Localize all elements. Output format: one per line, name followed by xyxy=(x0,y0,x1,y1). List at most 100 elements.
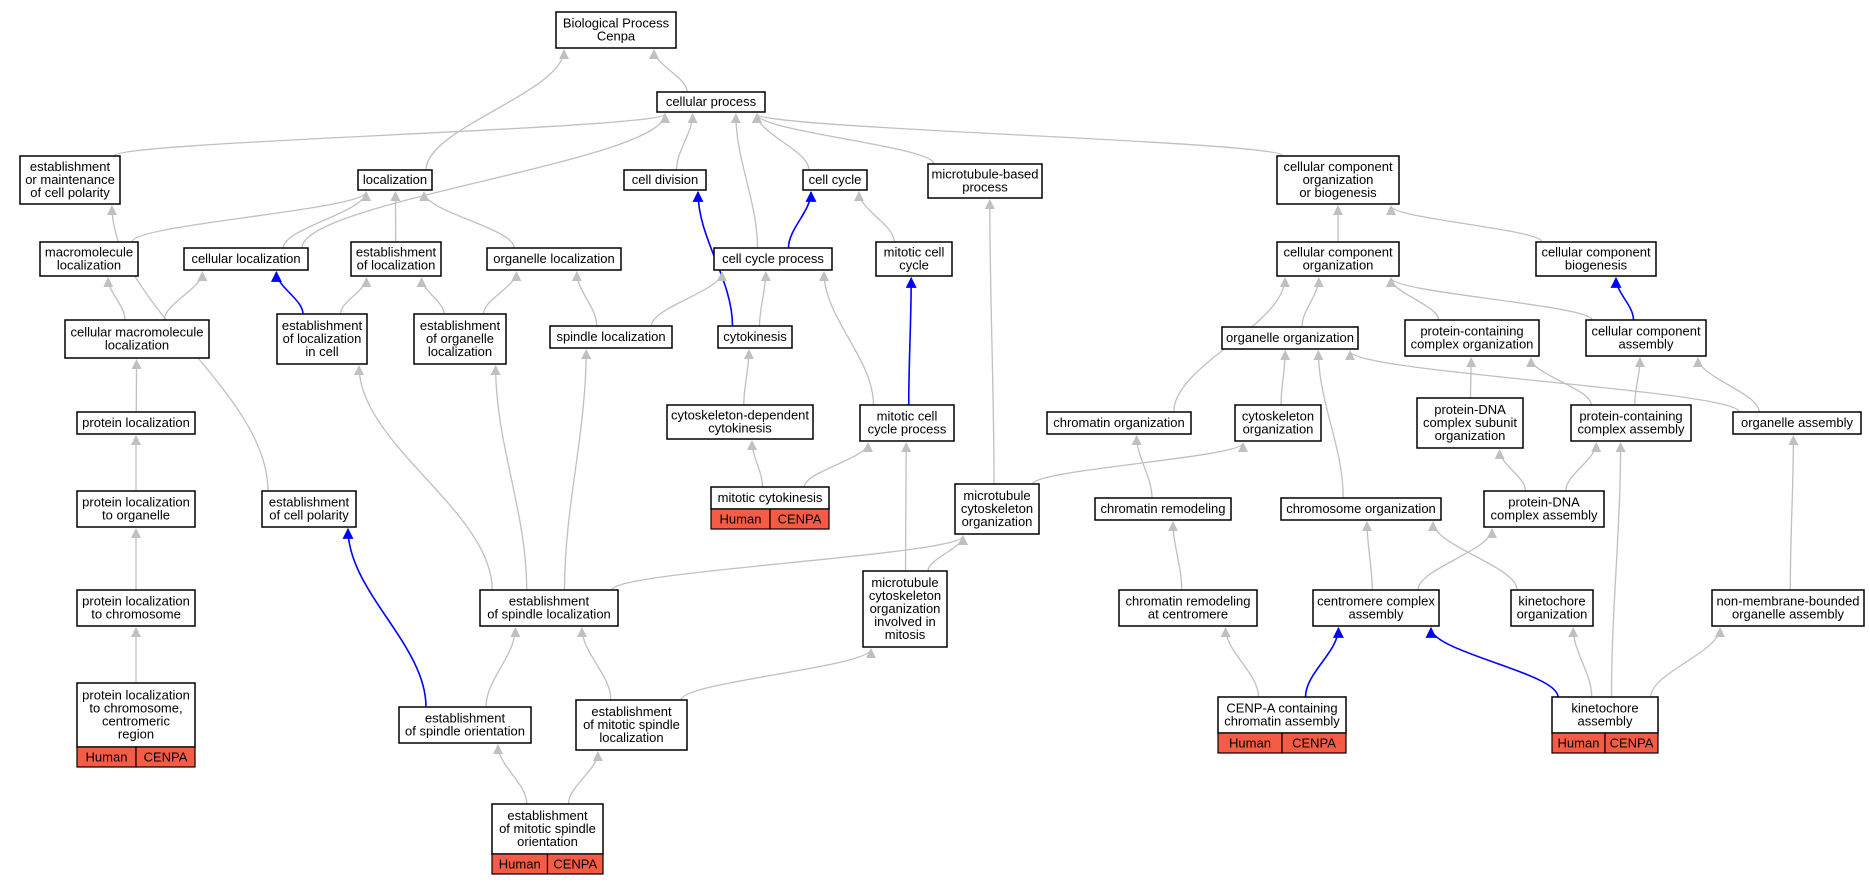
node-label-line: localization xyxy=(599,730,663,745)
node-label-line: cell cycle process xyxy=(722,251,824,266)
species-tag: Human xyxy=(720,512,762,527)
node-label-line: or biogenesis xyxy=(1299,185,1377,200)
node-label-line: spindle localization xyxy=(556,329,665,344)
node-cell-cycle[interactable]: cell cycle xyxy=(803,170,867,190)
node-label-line: cellular process xyxy=(666,94,757,109)
node-mt-cytoskeleton-mitosis[interactable]: microtubulecytoskeletonorganizationinvol… xyxy=(863,571,947,647)
edge-cell-cycle-to-cellular-process xyxy=(757,114,809,170)
node-organelle-organization[interactable]: organelle organization xyxy=(1222,327,1358,349)
edge-est-organelle-localization-to-organelle-localization xyxy=(484,272,517,314)
edge-protein-dna-complex-assembly-to-protein-dna-subunit-org xyxy=(1500,450,1526,491)
edge-cenp-a-chromatin-assembly-to-centromere-complex-assembly xyxy=(1306,628,1339,697)
node-chromatin-organization[interactable]: chromatin organization xyxy=(1047,412,1191,434)
edge-est-mitotic-spindle-orientation-to-est-spindle-orientation xyxy=(498,745,527,804)
node-organelle-assembly[interactable]: organelle assembly xyxy=(1733,412,1861,434)
edge-est-spindle-localization-to-est-localization-in-cell xyxy=(359,366,492,590)
node-label-line: cellular localization xyxy=(191,251,300,266)
edge-kinetochore-assembly-to-pc-complex-assembly xyxy=(1612,443,1621,697)
edge-cell-division-to-cellular-process xyxy=(677,114,693,170)
node-localization[interactable]: localization xyxy=(358,170,432,190)
edge-pc-complex-organization-to-cc-organization xyxy=(1391,278,1439,320)
node-label-line: assembly xyxy=(1578,714,1633,729)
edge-est-spindle-orientation-to-est-spindle-localization xyxy=(486,628,515,707)
node-label-line: organization xyxy=(1303,258,1374,273)
node-protein-localization[interactable]: protein localization xyxy=(77,412,195,434)
node-cytokinesis[interactable]: cytokinesis xyxy=(718,326,792,348)
edge-chromosome-organization-to-organelle-organization xyxy=(1318,351,1343,498)
edge-centromere-complex-assembly-to-chromosome-organization xyxy=(1367,522,1372,590)
node-label-line: complex assembly xyxy=(1491,508,1598,523)
edge-cenp-a-chromatin-assembly-to-chromatin-remodeling-centromere xyxy=(1226,628,1259,697)
edge-cellular-process-to-root xyxy=(654,50,687,92)
edge-est-mitotic-spindle-orientation-to-est-mitotic-spindle-loc xyxy=(569,752,598,804)
node-cellular-localization[interactable]: cellular localization xyxy=(184,248,308,270)
node-label-line: complex assembly xyxy=(1578,422,1685,437)
edge-chromatin-remodeling-centromere-to-chromatin-remodeling xyxy=(1173,522,1182,590)
node-cell-division[interactable]: cell division xyxy=(624,170,706,190)
gene-tag: CENPA xyxy=(144,750,188,765)
node-cellular-process[interactable]: cellular process xyxy=(657,92,765,112)
node-label-line: orientation xyxy=(517,834,578,849)
edge-mt-cytoskeleton-mitosis-to-microtubule-cytoskeleton-org xyxy=(928,536,963,571)
edge-spindle-localization-to-organelle-localization xyxy=(577,272,597,326)
edge-est-organelle-localization-to-est-localization xyxy=(422,278,444,314)
node-label-line: assembly xyxy=(1349,607,1404,622)
node-label-line: chromatin remodeling xyxy=(1100,501,1225,516)
edge-localization-to-root xyxy=(426,50,564,170)
gene-tag: CENPA xyxy=(1610,736,1654,751)
gene-tag: CENPA xyxy=(553,857,597,872)
edge-mitotic-cytokinesis-to-cytoskeleton-dependent-cytokinesis xyxy=(752,441,763,487)
edge-organelle-assembly-to-cc-assembly xyxy=(1698,358,1759,412)
node-organelle-localization[interactable]: organelle localization xyxy=(487,248,621,270)
node-label-line: chromatin organization xyxy=(1053,415,1185,430)
edge-pc-complex-assembly-to-cc-assembly xyxy=(1635,358,1640,405)
node-label-line: cycle process xyxy=(868,422,947,437)
edge-est-spindle-localization-to-spindle-localization xyxy=(565,350,587,590)
node-label-line: of localization xyxy=(357,258,436,273)
edge-spindle-localization-to-cell-cycle-process xyxy=(652,272,723,326)
node-chromatin-remodeling[interactable]: chromatin remodeling xyxy=(1095,498,1231,520)
node-cell-cycle-process[interactable]: cell cycle process xyxy=(714,248,832,270)
node-spindle-localization[interactable]: spindle localization xyxy=(550,326,672,348)
node-label-line: of spindle orientation xyxy=(405,724,525,739)
node-label-line: to chromosome xyxy=(91,607,181,622)
node-chromosome-organization[interactable]: chromosome organization xyxy=(1281,498,1441,520)
